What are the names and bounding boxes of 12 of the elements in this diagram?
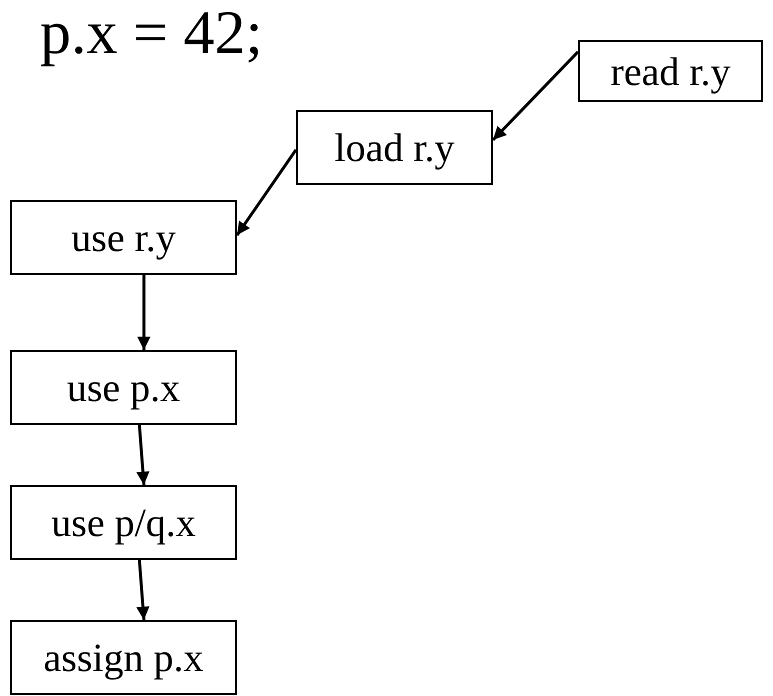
process-box: use p.x (10, 350, 237, 425)
arrow (136, 560, 150, 620)
arrow (236, 148, 298, 236)
process-box: use p/q.x (10, 485, 237, 560)
process-box: load r.y (296, 110, 493, 185)
arrow (137, 275, 150, 350)
arrow (492, 50, 580, 142)
process-box: use r.y (10, 200, 237, 275)
process-box: assign p.x (10, 620, 237, 695)
process-box: read r.y (578, 40, 763, 102)
code-text: p.x = 42; (40, 2, 263, 64)
arrow (136, 424, 150, 486)
